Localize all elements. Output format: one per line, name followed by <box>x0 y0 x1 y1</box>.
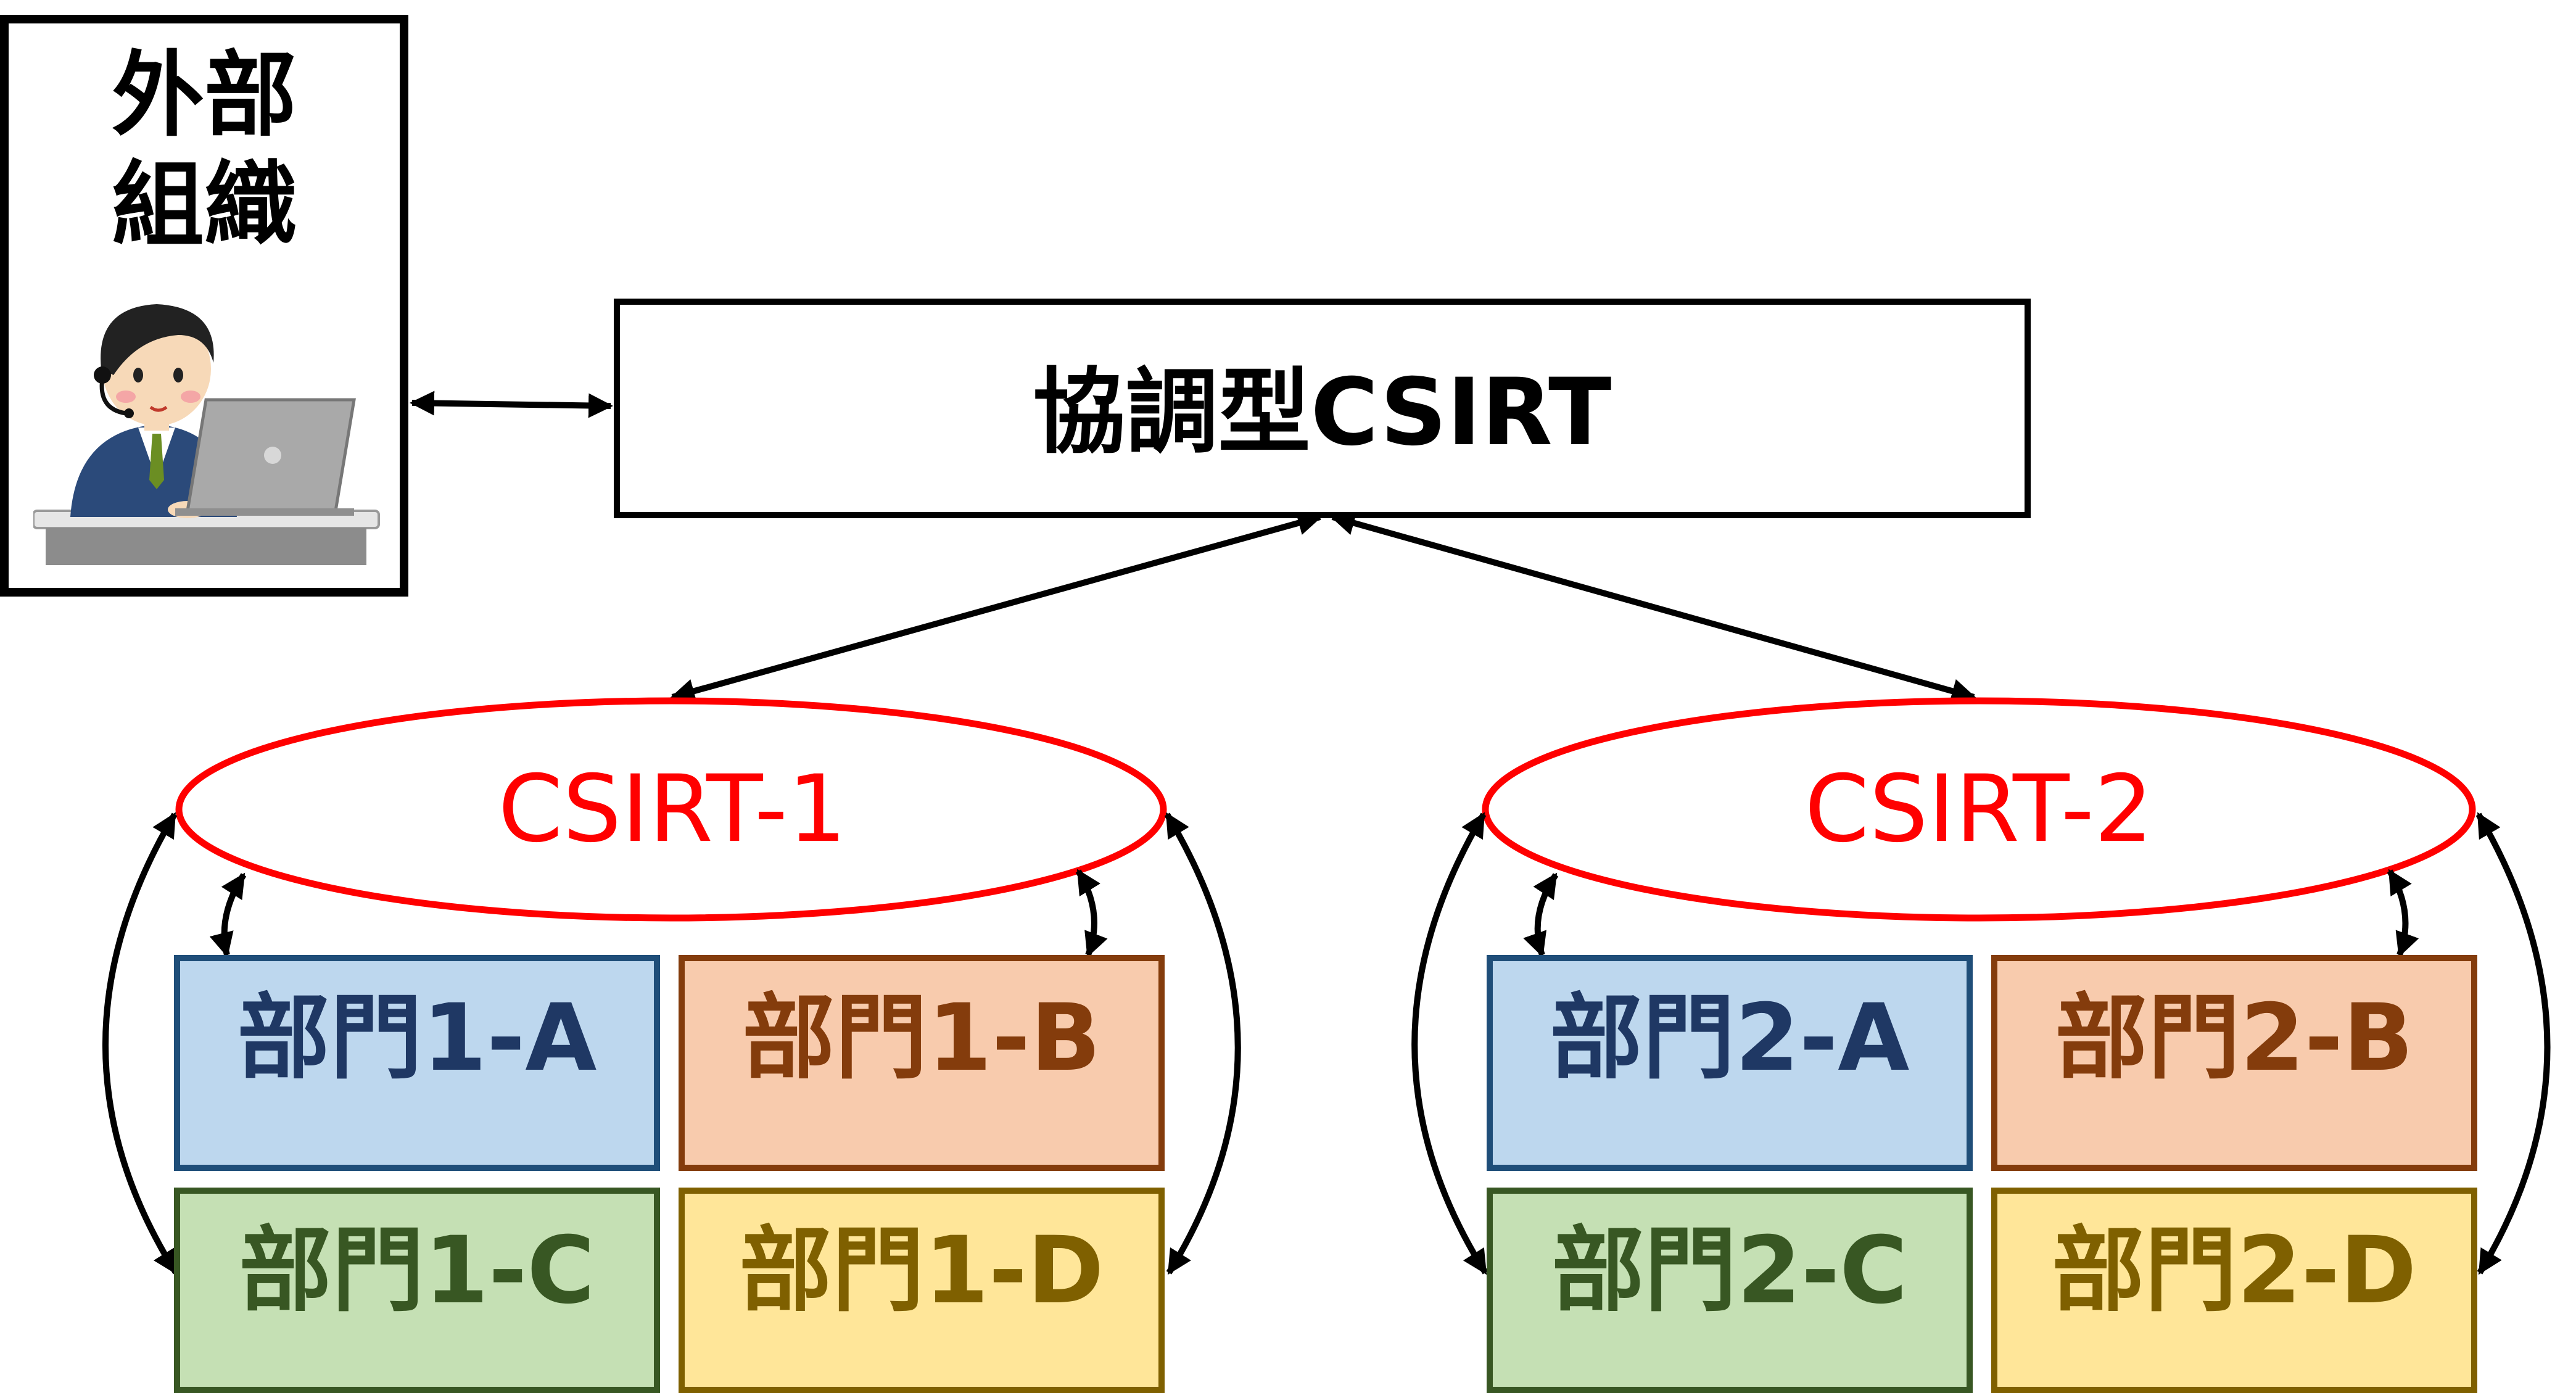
department-2-d: 部門2-D <box>1991 1188 2477 1393</box>
external-label-line-2: 組織 <box>111 152 297 259</box>
department-label: 部門1-A <box>237 985 597 1092</box>
department-1-d: 部門1-D <box>679 1188 1165 1393</box>
arrow-csirt-2-dept-a <box>1523 872 1559 957</box>
department-1-c: 部門1-C <box>174 1188 660 1393</box>
arrow-csirt-1-dept-a <box>209 872 247 957</box>
department-2-b: 部門2-B <box>1991 955 2477 1171</box>
csirt-1-ellipse <box>175 697 1167 922</box>
department-label: 部門1-B <box>742 985 1101 1092</box>
department-label: 部門2-C <box>1551 1217 1908 1325</box>
arrow-csirt-1-dept-d <box>1164 812 1241 1275</box>
csirt-1-label: CSIRT-1 <box>498 756 847 863</box>
arrow-csirt-2-dept-d <box>2475 812 2551 1275</box>
department-label: 部門2-D <box>2052 1217 2417 1325</box>
csirt-2-label: CSIRT-2 <box>1804 756 2153 863</box>
arrow-csirt-1-dept-c <box>102 812 179 1275</box>
department-2-a: 部門2-A <box>1487 955 1973 1171</box>
support-operator-icon <box>33 304 380 565</box>
department-1-b: 部門1-B <box>679 955 1165 1171</box>
arrow-csirt-2-dept-b <box>2387 869 2419 957</box>
department-label: 部門1-D <box>739 1217 1104 1325</box>
external-organization-box: 外部 組織 <box>0 15 408 597</box>
department-1-a: 部門1-A <box>174 955 660 1171</box>
coordinator-csirt-label: 協調型CSIRT <box>1033 359 1612 466</box>
arrow-coordinator-csirt-2 <box>1330 511 1976 703</box>
arrow-external-coordinator <box>410 391 613 418</box>
external-label-line-1: 外部 <box>111 42 297 149</box>
department-label: 部門2-B <box>2055 985 2414 1092</box>
department-2-c: 部門2-C <box>1487 1188 1973 1393</box>
arrow-csirt-2-dept-c <box>1411 812 1488 1275</box>
department-label: 部門2-A <box>1550 985 1910 1092</box>
coordinator-csirt-box: 協調型CSIRT <box>614 299 2031 518</box>
arrow-csirt-1-dept-b <box>1075 869 1108 957</box>
department-label: 部門1-C <box>239 1217 595 1325</box>
arrow-coordinator-csirt-1 <box>670 511 1323 703</box>
csirt-2-ellipse <box>1482 697 2476 922</box>
